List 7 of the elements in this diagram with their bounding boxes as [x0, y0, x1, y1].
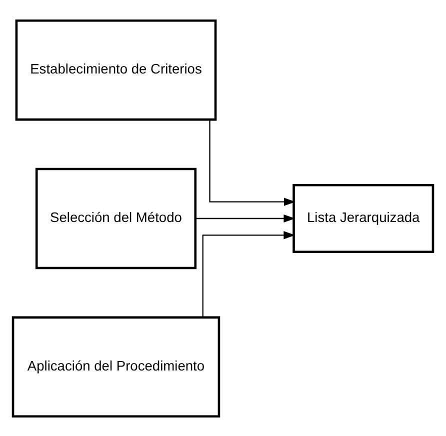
- arrow: [209, 119, 296, 206]
- node-box: Selección del Método: [35, 167, 197, 269]
- node-box: Establecimiento de Criterios: [15, 18, 217, 120]
- node-box: Aplicación del Procedimiento: [12, 316, 220, 418]
- arrow: [202, 230, 296, 317]
- arrow: [196, 214, 296, 222]
- node-box: Lista Jerarquizada: [292, 183, 434, 253]
